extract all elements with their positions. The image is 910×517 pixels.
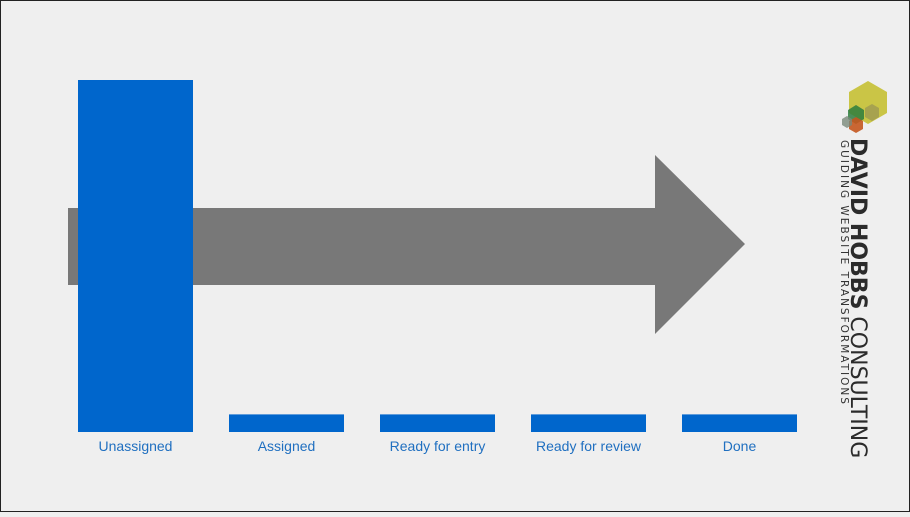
bar-ready-for-review	[531, 414, 646, 432]
brand-tagline: GUIDING WEBSITE TRANSFORMATIONS	[838, 140, 850, 406]
category-label: Unassigned	[99, 438, 173, 454]
bar-done	[682, 414, 797, 432]
bar-ready-for-entry	[380, 414, 495, 432]
bar-unassigned	[78, 80, 193, 432]
category-label: Done	[723, 438, 757, 454]
bars-group	[78, 80, 797, 432]
brand-name-light: CONSULTING	[845, 309, 870, 458]
logo-hexagon-orange	[849, 117, 863, 133]
category-label: Ready for entry	[390, 438, 486, 454]
bar-assigned	[229, 414, 344, 432]
brand-logo	[842, 81, 887, 133]
category-label: Assigned	[258, 438, 316, 454]
logo-hexagon-grey	[842, 116, 852, 128]
category-labels-group: Unassigned Assigned Ready for entry Ready f…	[99, 438, 757, 454]
progress-arrow	[68, 155, 745, 334]
brand-name-bold: DAVID HOBBS	[845, 138, 870, 309]
brand-name: DAVID HOBBS CONSULTING	[845, 138, 870, 458]
category-label: Ready for review	[536, 438, 642, 454]
logo-hexagon-tan	[865, 104, 879, 121]
